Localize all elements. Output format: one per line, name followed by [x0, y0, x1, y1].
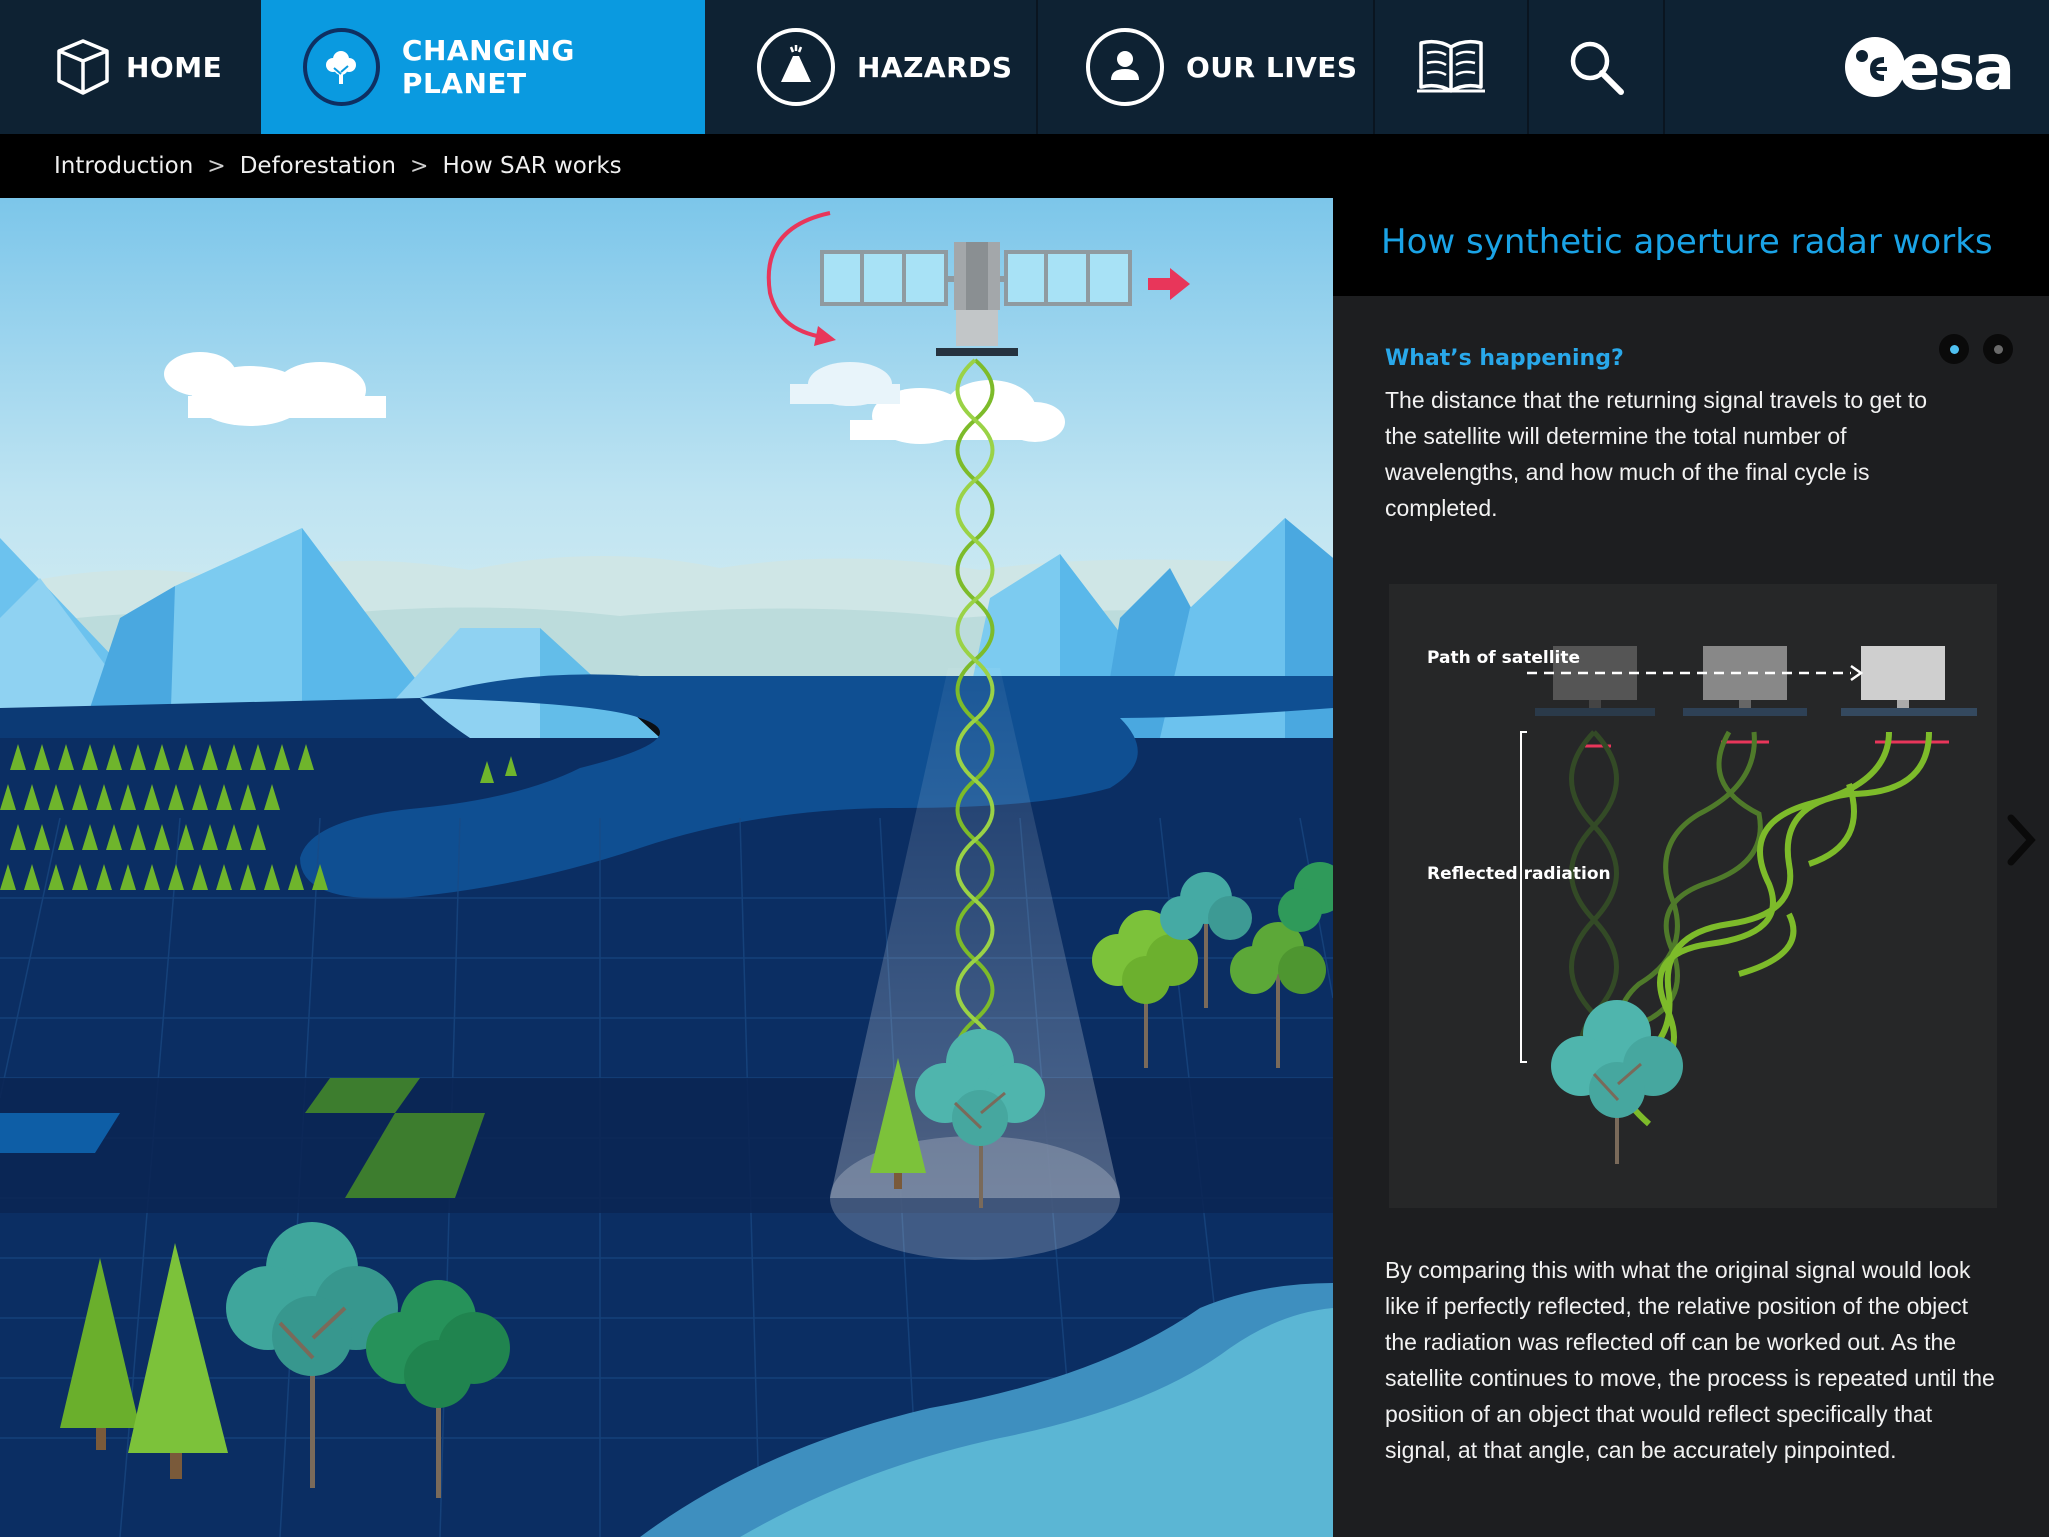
diagram-tree [1551, 1000, 1683, 1164]
reflected-bracket [1520, 731, 1527, 1063]
satellite [820, 242, 1132, 356]
esa-logo-text: esa [1898, 30, 2015, 104]
tree [870, 1058, 926, 1173]
path-arrowhead [1850, 664, 1864, 682]
tree [915, 1029, 1045, 1208]
radar-beam [830, 668, 1120, 1198]
mountains-left [0, 528, 660, 738]
volcano-icon [757, 28, 835, 106]
lake [300, 674, 1333, 899]
diagram-svg [1520, 646, 1977, 1164]
cloud [164, 352, 386, 426]
search-icon [1570, 41, 1624, 95]
panel-header: How synthetic aperture radar works [1333, 198, 2049, 296]
diagram-path-label: Path of satellite [1427, 648, 1580, 668]
river [740, 1308, 1333, 1537]
intro-paragraph: The distance that the returning signal t… [1385, 387, 1928, 521]
explanation-paragraph: By comparing this with what the original… [1385, 1257, 1995, 1463]
radar-waves [955, 358, 995, 1070]
esa-logo-mark [1845, 37, 1906, 97]
diagram-reflected-label: Reflected radiation [1427, 864, 1611, 884]
nav-home-label: HOME [126, 50, 223, 84]
book-icon [1417, 39, 1485, 93]
direction-arrow [1148, 268, 1190, 300]
cloud [790, 362, 900, 406]
chevron-right-icon: > [207, 153, 226, 179]
pine-forest [0, 744, 517, 890]
nav-our-lives-label: OUR LIVES [1186, 50, 1358, 84]
radar-footprint [830, 1136, 1120, 1260]
section-label: What’s happening? [1385, 346, 1624, 371]
scene-svg [0, 198, 1333, 1537]
nav-hazards-label: HAZARDS [857, 50, 1013, 84]
cube-icon [52, 36, 114, 98]
tree [1278, 862, 1333, 932]
orbit-arrow-head [814, 326, 836, 346]
chevron-right-icon[interactable] [2001, 810, 2041, 870]
breadcrumb: Introduction > Deforestation > How SAR w… [0, 134, 2049, 198]
lake-shore [0, 698, 470, 738]
tree [1092, 910, 1198, 1068]
tree [128, 1243, 228, 1453]
tree-trunk [170, 1453, 182, 1479]
nav-changing-planet-label: CHANGING PLANET [401, 34, 575, 100]
top-navigation: HOME CHANGING PLANET HAZARDS OUR LIVES e… [0, 0, 2049, 134]
sar-scene-illustration [0, 198, 1333, 1537]
breadcrumb-how-sar-works: How SAR works [442, 153, 622, 179]
esa-logo[interactable]: esa [1844, 28, 2015, 106]
nav-hazards[interactable]: HAZARDS [705, 0, 1038, 134]
satellite-position-3 [1861, 646, 1945, 700]
cloud [850, 380, 1065, 444]
panel-title: How synthetic aperture radar works [1381, 222, 1993, 262]
tree-trunk [894, 1173, 902, 1189]
wavelength-arrows [1585, 740, 1949, 748]
tree [366, 1280, 510, 1498]
tree-icon [303, 28, 380, 106]
chevron-right-icon: > [410, 153, 429, 179]
nav-book-button[interactable] [1375, 0, 1529, 134]
person-icon [1086, 28, 1164, 106]
tree [60, 1258, 140, 1428]
nav-our-lives[interactable]: OUR LIVES [1038, 0, 1375, 134]
tree-trunk [96, 1428, 106, 1450]
pager-dot-1[interactable] [1939, 334, 1969, 364]
pager-dot-2[interactable] [1983, 334, 2013, 364]
field-strip [0, 1078, 1333, 1213]
sar-diagram: Path of satellite Reflected radiation [1389, 584, 1997, 1208]
slide-pager [1939, 334, 2013, 364]
breadcrumb-deforestation[interactable]: Deforestation [239, 153, 397, 179]
tree [1160, 872, 1252, 1008]
nav-changing-planet[interactable]: CHANGING PLANET [261, 0, 705, 134]
tree [1230, 922, 1326, 1068]
cleared-field-patches [0, 1078, 485, 1198]
nav-home[interactable]: HOME [0, 0, 261, 134]
breadcrumb-introduction[interactable]: Introduction [54, 153, 194, 179]
nav-search-button[interactable] [1529, 0, 1665, 134]
orbit-arrow [766, 211, 831, 340]
info-panel: How synthetic aperture radar works What’… [1333, 198, 2049, 1537]
